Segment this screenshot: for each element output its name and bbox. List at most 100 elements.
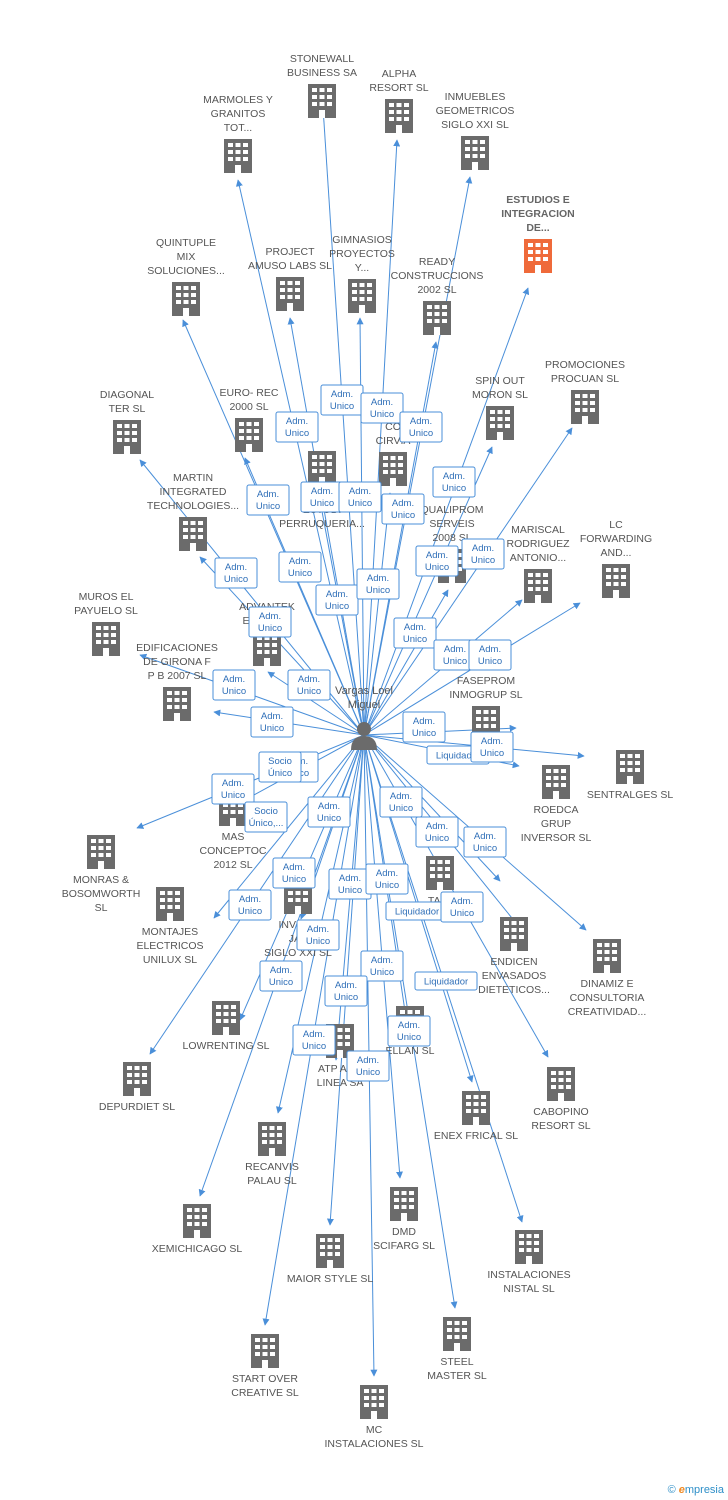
role-badge[interactable]: Adm.Unico (379, 786, 423, 818)
role-badge[interactable]: Adm.Unico (320, 384, 364, 416)
company-node-lowrenting[interactable]: LOWRENTING SL (183, 1001, 270, 1052)
company-node-marmoles[interactable]: MARMOLES YGRANITOSTOT... (203, 94, 273, 173)
company-node-ellan[interactable]: ELLAN SL (385, 1006, 435, 1057)
role-badge[interactable]: Adm.Unico (415, 816, 459, 848)
badge-box (296, 919, 340, 951)
role-badge[interactable]: Adm.Unico (393, 617, 437, 649)
role-badge[interactable]: Adm.Unico (272, 857, 316, 889)
badge-box (393, 617, 437, 649)
role-badge[interactable]: Adm.Unico (470, 731, 514, 763)
company-node-quintuple[interactable]: QUINTUPLEMIXSOLUCIONES... (147, 237, 225, 316)
role-badge[interactable]: Adm.Unico (328, 868, 372, 900)
role-badge[interactable]: Adm.Unico (381, 493, 425, 525)
role-badge[interactable]: Adm.Unico (324, 975, 368, 1007)
badge-label: Adm. (239, 894, 261, 905)
role-badge[interactable]: Adm.Unico (399, 411, 443, 443)
company-node-depurdiet[interactable]: DEPURDIET SL (99, 1062, 175, 1113)
badge-label: Unico (285, 428, 309, 439)
role-badge[interactable]: Adm.Unico (300, 481, 344, 513)
company-node-maiorstyle[interactable]: MAIOR STYLE SL (287, 1234, 374, 1285)
company-node-endicen[interactable]: ENDICENENVASADOSDIETETICOS... (478, 917, 550, 996)
company-node-mariscal[interactable]: MARISCALRODRIGUEZANTONIO... (507, 524, 571, 603)
role-badge[interactable]: Adm.Unico (278, 551, 322, 583)
company-node-lc[interactable]: LCFORWARDINGAND... (580, 519, 652, 598)
role-badge[interactable]: Adm.Unico (287, 669, 331, 701)
company-name-line: PROYECTOS (329, 248, 395, 260)
company-node-sentralges[interactable]: SENTRALGES SL (587, 750, 674, 801)
role-badge[interactable]: Adm.Unico (463, 826, 507, 858)
role-badge[interactable]: Adm.Unico (296, 919, 340, 951)
role-badge[interactable]: Adm.Unico (246, 484, 290, 516)
role-badge[interactable]: Adm.Unico (338, 481, 382, 513)
role-badge[interactable]: Adm.Unico (402, 711, 446, 743)
building-icon (385, 99, 413, 133)
role-badge[interactable]: Adm.Unico (356, 568, 400, 600)
role-badge[interactable]: Adm.Unico (211, 773, 255, 805)
role-badge[interactable]: Adm.Unico (248, 606, 292, 638)
company-node-estudios[interactable]: ESTUDIOS EINTEGRACIONDE... (501, 194, 575, 273)
role-badge[interactable]: Adm.Unico (212, 669, 256, 701)
building-icon (500, 917, 528, 951)
role-badge[interactable]: Adm.Unico (259, 960, 303, 992)
badge-label: Unico (310, 498, 334, 509)
company-node-xemichicago[interactable]: XEMICHICAGO SL (152, 1204, 243, 1255)
company-node-enex[interactable]: ENEX FRICAL SL (434, 1091, 518, 1142)
role-badge[interactable]: Adm.Unico (415, 545, 459, 577)
company-node-martin[interactable]: MARTININTEGRATEDTECHNOLOGIES... (147, 472, 239, 551)
role-badge[interactable]: Adm.Unico (275, 411, 319, 443)
role-badge[interactable]: Adm.Unico (387, 1015, 431, 1047)
role-badge[interactable]: Adm.Unico (461, 538, 505, 570)
badge-box (246, 484, 290, 516)
company-node-dinamiz[interactable]: DINAMIZ ECONSULTORIACREATIVIDAD... (568, 939, 647, 1018)
role-badge[interactable]: Adm.Unico (440, 891, 484, 923)
role-badge[interactable]: Adm.Unico (307, 796, 351, 828)
role-badge[interactable]: Adm.Unico (214, 557, 258, 589)
role-badge[interactable]: Adm.Unico (228, 889, 272, 921)
role-badge[interactable]: Adm.Unico (250, 706, 294, 738)
badge-box (432, 466, 476, 498)
company-node-gimnasios[interactable]: GIMNASIOSPROYECTOSY... (329, 234, 395, 313)
role-badge[interactable]: SocioÚnico,... (244, 801, 288, 833)
role-badge[interactable]: Adm.Unico (360, 950, 404, 982)
role-badge[interactable]: Adm.Unico (432, 466, 476, 498)
brand-footer[interactable]: © empresia (668, 1484, 724, 1496)
badge-label: Unico (325, 601, 349, 612)
badge-label: Unico (258, 623, 282, 634)
role-badge[interactable]: Liquidador (385, 901, 449, 921)
role-badge[interactable]: Adm.Unico (346, 1050, 390, 1082)
badge-box (360, 392, 404, 424)
role-badge[interactable]: Liquidador (414, 971, 478, 991)
role-badge[interactable]: Adm.Unico (292, 1024, 336, 1056)
role-badge[interactable]: Adm.Unico (365, 863, 409, 895)
role-badge[interactable]: Adm.Unico (360, 392, 404, 424)
role-badge[interactable]: Adm.Unico (315, 584, 359, 616)
role-badge[interactable]: Adm.Unico (468, 639, 512, 671)
badge-label: Liquidador (395, 907, 439, 918)
center-person[interactable]: Vargas Loel Miguel (335, 685, 393, 750)
